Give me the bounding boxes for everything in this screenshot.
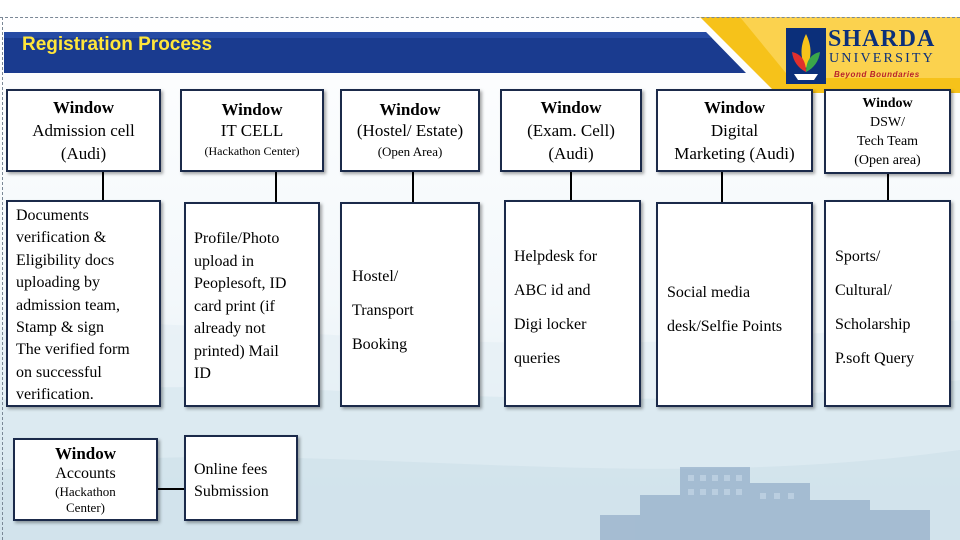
dashed-border-left	[2, 17, 3, 540]
task-line: Transport	[352, 302, 414, 319]
window-name: Admission cell	[32, 121, 135, 140]
task-line: Social media	[667, 284, 751, 301]
window-location: (Open area)	[854, 152, 921, 168]
window-exam-tasks: Helpdesk for ABC id and Digi locker quer…	[504, 200, 641, 407]
connector-line	[275, 172, 277, 202]
logo-wordmark: SHARDA	[828, 26, 936, 52]
task-line: Sports/	[835, 248, 881, 265]
window-label: Window	[862, 95, 913, 111]
task-line: verification &	[16, 229, 107, 247]
task-line: Stamp & sign	[16, 319, 105, 337]
window-accounts-header: Window Accounts (Hackathon Center)	[13, 438, 158, 521]
task-line: Documents	[16, 207, 89, 224]
task-line: already not	[194, 320, 266, 337]
task-line: ID	[194, 365, 211, 382]
task-line: uploading by	[16, 274, 100, 292]
university-logo: SHARDA UNIVERSITY Beyond Boundaries	[786, 26, 951, 86]
connector-line	[158, 488, 184, 490]
window-location: Center)	[66, 499, 105, 515]
task-line: Scholarship	[835, 316, 911, 333]
campus-building-image	[600, 467, 930, 540]
lotus-emblem-icon	[786, 28, 826, 84]
window-location: (Audi)	[60, 144, 107, 163]
task-line: admission team,	[16, 296, 120, 314]
connector-line	[412, 172, 414, 202]
window-label: Window	[221, 100, 283, 119]
window-dsw-header: Window DSW/ Tech Team (Open area)	[824, 89, 951, 174]
slide-title: Registration Process	[22, 34, 213, 55]
window-admission-header: Window Admission cell (Audi)	[6, 89, 161, 172]
window-location: (Hackathon	[55, 483, 116, 499]
logo-tagline: Beyond Boundaries	[834, 70, 920, 79]
task-line: Helpdesk for	[514, 248, 598, 265]
connector-line	[102, 172, 104, 200]
task-line: Peoplesoft, ID	[194, 275, 287, 292]
window-location: (Audi)	[548, 144, 594, 163]
window-label: Window	[703, 98, 766, 117]
task-line: Hostel/	[352, 268, 399, 285]
window-dsw-tasks: Sports/ Cultural/ Scholarship P.soft Que…	[824, 200, 951, 407]
window-location: (Open Area)	[377, 144, 443, 159]
window-label: Window	[379, 100, 441, 119]
window-name: (Exam. Cell)	[527, 121, 615, 140]
task-line: Profile/Photo	[194, 230, 280, 247]
window-label: Window	[52, 98, 115, 117]
window-name: (Hostel/ Estate)	[356, 121, 464, 140]
window-digital-header: Window Digital Marketing (Audi)	[656, 89, 813, 172]
task-line: Online fees	[194, 461, 268, 478]
window-hostel-header: Window (Hostel/ Estate) (Open Area)	[340, 89, 480, 172]
window-location: Marketing (Audi)	[674, 144, 795, 163]
window-hostel-tasks: Hostel/ Transport Booking	[340, 202, 480, 407]
task-line: P.soft Query	[835, 350, 915, 367]
task-line: Eligibility docs	[16, 251, 115, 269]
task-line: ABC id and	[514, 282, 591, 299]
connector-line	[721, 172, 723, 202]
task-line: verification.	[16, 386, 94, 404]
window-admission-tasks: Documents verification & Eligibility doc…	[6, 200, 161, 407]
window-digital-tasks: Social media desk/Selfie Points	[656, 202, 813, 407]
window-exam-header: Window (Exam. Cell) (Audi)	[500, 89, 642, 172]
task-line: Cultural/	[835, 282, 892, 299]
window-it-cell-header: Window IT CELL (Hackathon Center)	[180, 89, 324, 172]
window-name: Tech Team	[856, 133, 919, 149]
window-name: Digital	[710, 121, 759, 140]
window-location: (Hackathon Center)	[204, 144, 300, 158]
window-label: Window	[54, 443, 117, 463]
dashed-border-top	[0, 17, 960, 18]
window-accounts-tasks: Online fees Submission	[184, 435, 298, 521]
task-line: on successful	[16, 363, 102, 381]
task-line: desk/Selfie Points	[667, 318, 783, 335]
task-line: card print (if	[194, 297, 275, 315]
task-line: upload in	[194, 252, 254, 270]
task-line: Digi locker	[514, 316, 587, 333]
window-name: IT CELL	[220, 121, 284, 140]
connector-line	[887, 174, 889, 200]
task-line: queries	[514, 350, 561, 367]
task-line: The verified form	[16, 341, 130, 359]
window-name: Accounts	[55, 464, 116, 482]
task-line: Submission	[194, 483, 269, 500]
window-it-cell-tasks: Profile/Photo upload in Peoplesoft, ID c…	[184, 202, 320, 407]
window-name: DSW/	[870, 114, 905, 130]
window-label: Window	[540, 98, 602, 117]
task-line: printed) Mail	[194, 342, 279, 360]
logo-subtitle: UNIVERSITY	[829, 51, 935, 66]
connector-line	[570, 172, 572, 202]
task-line: Booking	[352, 336, 408, 353]
